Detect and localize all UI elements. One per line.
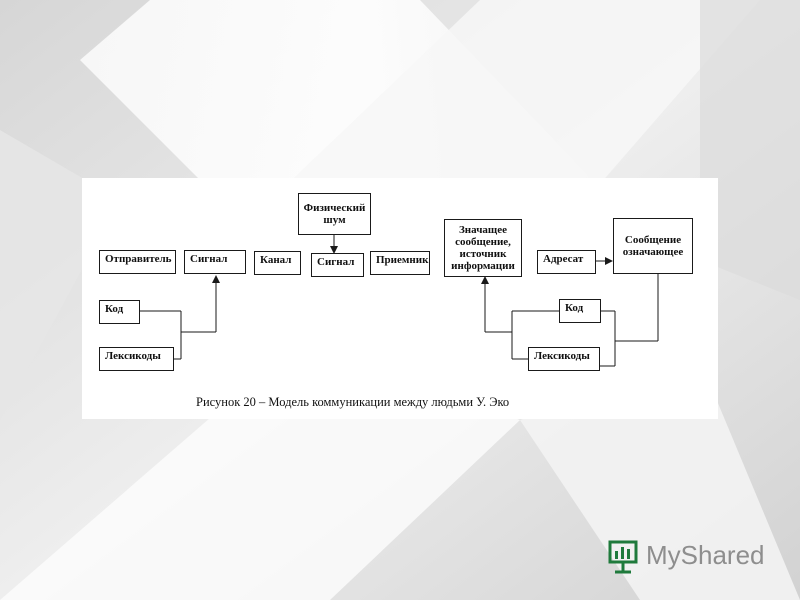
figure-caption: Рисунок 20 – Модель коммуникации между л… — [196, 395, 510, 409]
node-lexicodes-left: Лексикоды — [99, 347, 174, 371]
diagram-card — [82, 178, 718, 419]
node-code-right: Код — [559, 299, 601, 323]
node-physical-noise: Физический шум — [298, 193, 371, 235]
node-meaning-message: Значащее сообщение, источник информации — [444, 219, 522, 277]
node-lexicodes-right: Лексикоды — [528, 347, 600, 371]
node-code-left: Код — [99, 300, 140, 324]
node-sender: Отправитель — [99, 250, 176, 274]
node-signifying-message: Сообщение означающее — [613, 218, 693, 274]
node-receiver: Приемник — [370, 251, 430, 275]
node-signal-2: Сигнал — [311, 253, 364, 277]
node-addressee: Адресат — [537, 250, 596, 274]
node-signal-1: Сигнал — [184, 250, 246, 274]
node-channel: Канал — [254, 251, 301, 275]
logo-wordmark[interactable]: MyShared — [646, 540, 765, 570]
presentation-board-icon — [608, 540, 638, 574]
